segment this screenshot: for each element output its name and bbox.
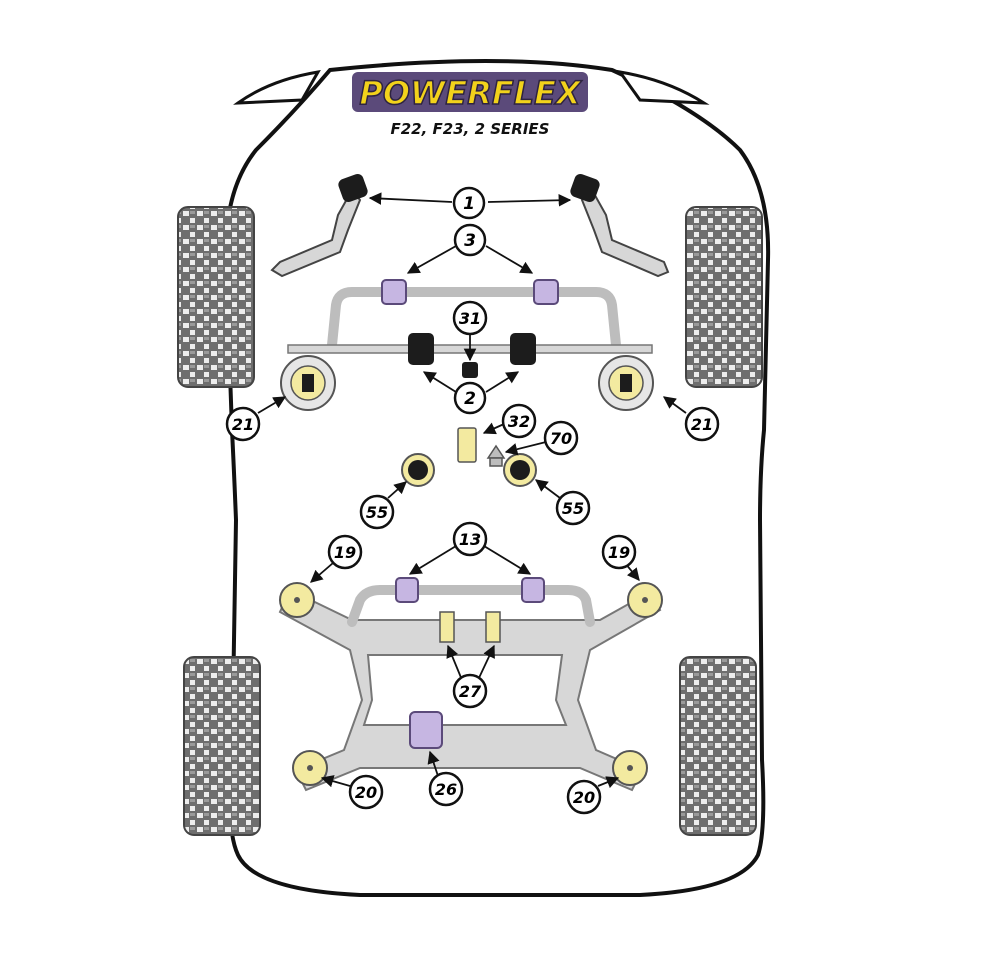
callout-21-right: 21 (684, 406, 720, 442)
bush-1-right (570, 173, 600, 203)
bush-1-left (338, 173, 368, 203)
leader-20-right (597, 776, 620, 789)
top-mount-right (598, 355, 654, 411)
callout-55-left-label: 55 (366, 503, 388, 522)
callout-32: 32 (501, 403, 537, 439)
callout-19-left-label: 19 (334, 543, 356, 562)
callout-32-label: 32 (508, 412, 530, 431)
callout-1-label: 1 (463, 194, 475, 214)
leader-3-left (406, 245, 457, 274)
front-right-tyre (685, 206, 763, 388)
bush-19-right (627, 582, 663, 618)
model-title: F22, F23, 2 SERIES (391, 120, 550, 138)
leader-55-right (534, 479, 561, 499)
logo-text: POWERFLEX (359, 74, 582, 112)
logo-background (352, 72, 588, 112)
leader-2-left (422, 371, 457, 393)
callout-3-label: 3 (464, 231, 476, 251)
leader-2-right (485, 371, 520, 393)
bush-2-left (408, 333, 434, 365)
leader-3-right (485, 245, 534, 274)
leader-13-right (483, 545, 532, 575)
callout-21-left: 21 (225, 406, 261, 442)
bush-20-left (292, 750, 328, 786)
bush-55-right (503, 453, 537, 487)
bush-26 (409, 711, 443, 749)
bush-31 (462, 362, 478, 378)
callout-20-right-label: 20 (573, 788, 595, 807)
leader-26 (427, 750, 440, 777)
bush-32 (457, 427, 477, 463)
right-mirror (616, 69, 710, 105)
callout-55-right-label: 55 (562, 499, 584, 518)
callout-1: 1 (452, 186, 486, 220)
leader-27-right (477, 644, 495, 681)
callout-20-right: 20 (566, 779, 602, 815)
callout-27: 27 (452, 673, 488, 709)
bush-20-right (612, 750, 648, 786)
callout-55-right: 55 (555, 490, 591, 526)
leader-20-left (320, 775, 351, 788)
bush-3-right (533, 279, 559, 305)
bush-19-left (279, 582, 315, 618)
rear-anti-roll-bar (347, 585, 595, 627)
front-anti-roll-bar (327, 287, 621, 350)
callout-3: 3 (453, 223, 487, 257)
bush-13-left (395, 577, 419, 603)
leader-19-left (310, 562, 334, 583)
bush-55-left (401, 453, 435, 487)
callout-27-label: 27 (459, 682, 482, 701)
rear-left-tyre (183, 656, 261, 836)
bush-2-right (510, 333, 536, 365)
callout-2: 2 (453, 381, 487, 415)
callout-20-left-label: 20 (355, 783, 377, 802)
bush-70 (486, 444, 506, 467)
callouts: 1 3 31 2 21 21 32 70 55 55 13 19 19 27 2… (225, 186, 720, 815)
leader-13-left (408, 545, 457, 575)
leader-21-right (662, 396, 687, 414)
leader-70 (504, 441, 547, 456)
callout-19-left: 19 (327, 534, 363, 570)
callout-20-left: 20 (348, 774, 384, 810)
top-mount-left (280, 355, 336, 411)
callout-19-right-label: 19 (608, 543, 630, 562)
callout-31-label: 31 (459, 309, 481, 328)
callout-13-label: 13 (459, 530, 481, 549)
leader-32 (482, 422, 505, 435)
bush-27-left (439, 611, 455, 643)
callout-26: 26 (428, 771, 464, 807)
bush-27-right (485, 611, 501, 643)
powerflex-logo: POWERFLEX (352, 72, 588, 113)
left-mirror (233, 70, 321, 105)
callout-21-right-label: 21 (691, 415, 713, 434)
leader-lines (257, 192, 687, 789)
callout-55-left: 55 (359, 494, 395, 530)
callout-31: 31 (452, 300, 488, 336)
leader-55-left (387, 481, 407, 499)
bush-13-right (521, 577, 545, 603)
leader-1-right (487, 193, 572, 207)
callout-2-label: 2 (464, 389, 476, 409)
callout-70-label: 70 (550, 429, 572, 448)
bush-3-left (381, 279, 407, 305)
callout-19-right: 19 (601, 534, 637, 570)
leader-21-left (257, 396, 287, 414)
front-left-tyre (177, 206, 255, 388)
rear-right-tyre (679, 656, 757, 836)
leader-1-left (368, 192, 453, 205)
front-right-control-arm (580, 188, 670, 278)
callout-26-label: 26 (435, 780, 457, 799)
leader-27-left (446, 644, 463, 681)
callout-21-left-label: 21 (232, 415, 254, 434)
callout-13: 13 (452, 521, 488, 557)
callout-70: 70 (543, 420, 579, 456)
